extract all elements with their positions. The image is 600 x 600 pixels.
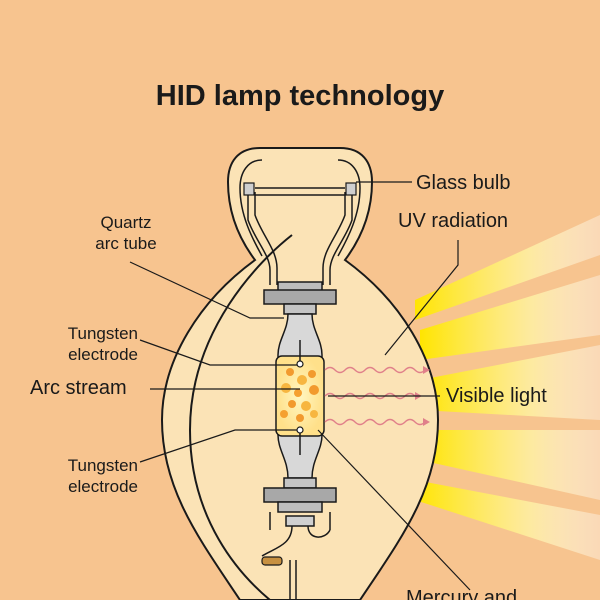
leader-tungsten-bottom (139, 429, 297, 463)
leader-uv (384, 240, 459, 356)
tungsten-electrode-bottom (296, 426, 304, 434)
label-quartz-line1: Quartz (100, 213, 152, 232)
lower-wires (261, 512, 331, 600)
uv-arrowhead (423, 418, 430, 426)
light-beam (415, 480, 600, 560)
uv-wave (324, 418, 426, 426)
light-beam (415, 215, 600, 320)
label-glass-bulb: Glass bulb (416, 172, 511, 194)
page-title: HID lamp technology (155, 80, 445, 112)
resistor (261, 556, 283, 566)
leader-quartz (129, 261, 284, 319)
light-beam (420, 430, 600, 500)
label-tungsten-top-line2: electrode (68, 345, 138, 364)
light-beam (420, 275, 600, 360)
label-quartz-line2: arc tube (95, 234, 157, 253)
label-tungsten-top-line1: Tungsten (67, 324, 138, 343)
label-visible-light: Visible light (446, 385, 547, 407)
leader-tungsten-top (139, 339, 297, 366)
frame-clip (345, 182, 357, 196)
label-uv-radiation: UV radiation (398, 210, 509, 232)
uv-arrowhead (423, 366, 430, 374)
frame-clip (243, 182, 255, 196)
label-quartz-arc-tube: Quartz arc tube (86, 212, 166, 254)
light-beams (415, 215, 600, 560)
arc-stream (280, 368, 319, 422)
label-mercury: Mercury and (406, 587, 518, 600)
label-tungsten-electrode-top: Tungsten electrode (38, 323, 138, 365)
glass-bulb-inner (239, 159, 361, 257)
leader-lines (129, 181, 471, 591)
label-arc-stream: Arc stream (30, 377, 127, 399)
uv-waves (324, 366, 426, 426)
label-tungsten-electrode-bottom: Tungsten electrode (38, 455, 138, 497)
lower-clamp (263, 477, 337, 527)
support-frame (188, 187, 353, 600)
light-beam (420, 345, 600, 420)
uv-wave (324, 366, 426, 374)
tungsten-electrode-top (296, 360, 304, 368)
leader-mercury (317, 429, 471, 591)
label-tungsten-bottom-line2: electrode (68, 477, 138, 496)
uv-wave (324, 392, 416, 400)
label-tungsten-bottom-line1: Tungsten (67, 456, 138, 475)
